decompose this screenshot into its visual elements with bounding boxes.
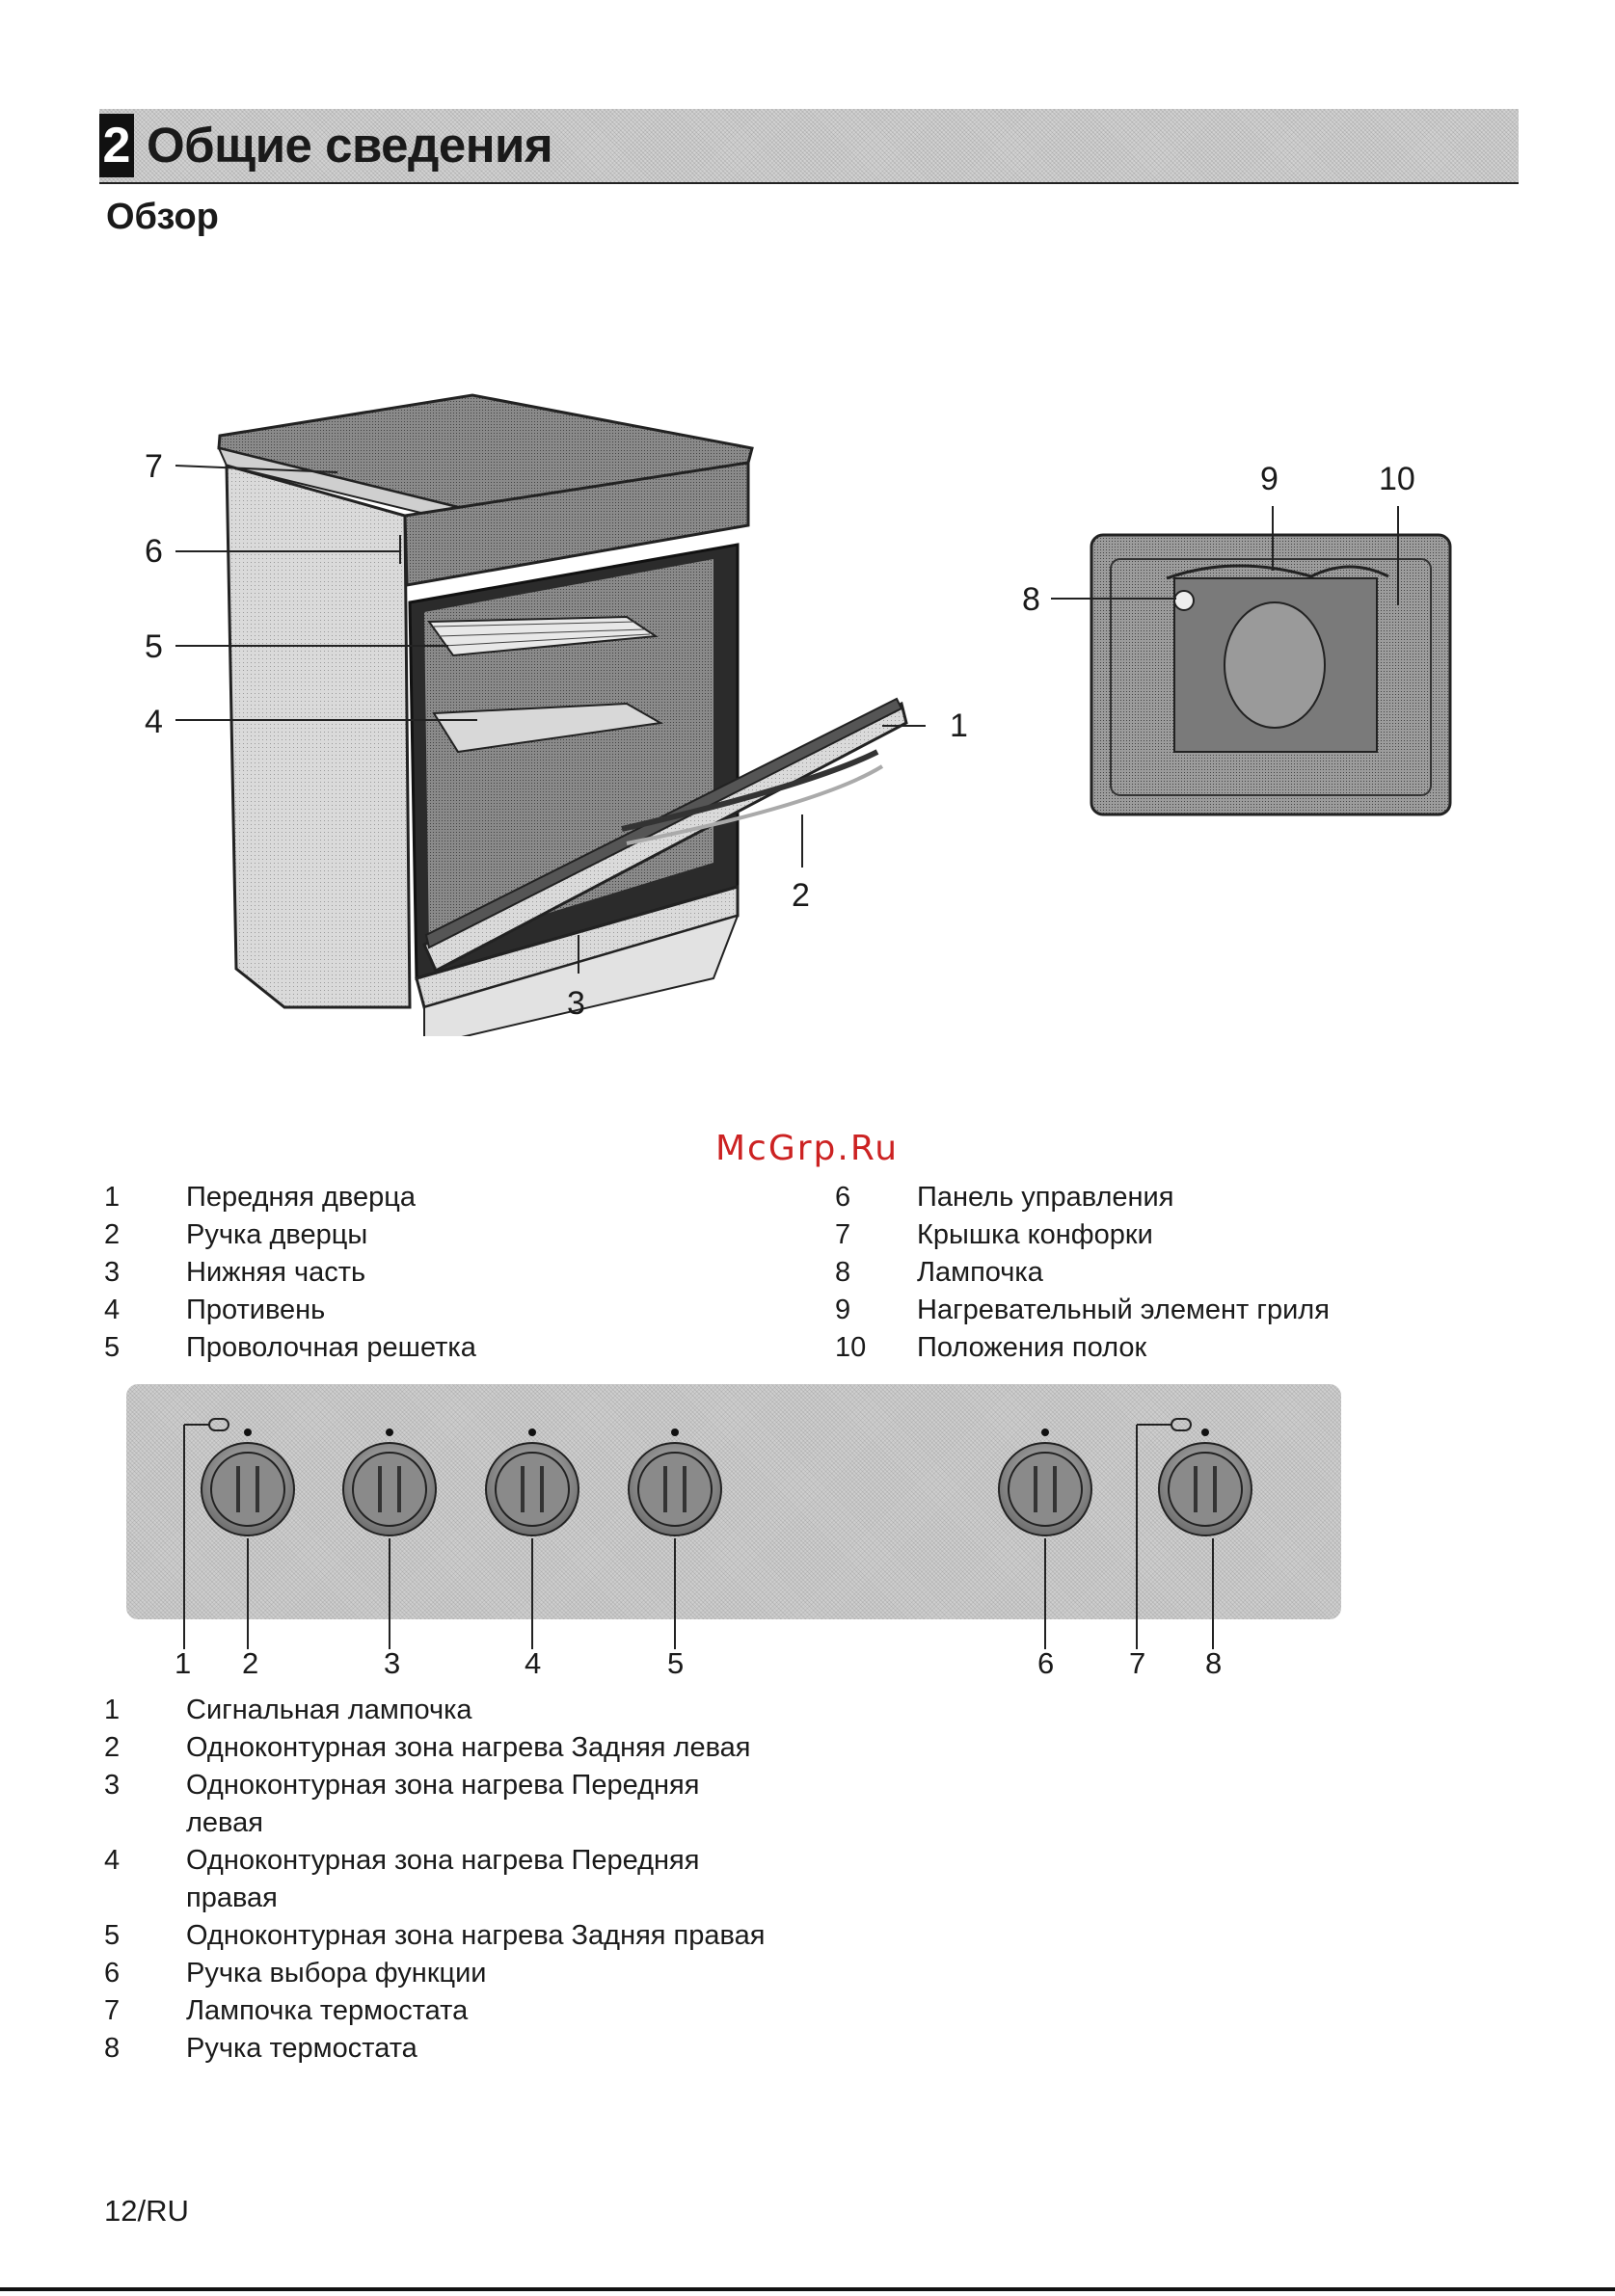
legend-item: 10 Положения полок <box>835 1329 1568 1367</box>
legend-item: 8 Лампочка <box>835 1254 1568 1292</box>
legend-text: Одноконтурная зона нагрева Передняя <box>186 1845 700 1876</box>
legend-number: 4 <box>104 1295 121 1325</box>
legend-number: 1 <box>104 1695 121 1725</box>
page-number: 12/RU <box>104 2194 189 2228</box>
legend-item: 2 Ручка дверцы <box>104 1216 837 1254</box>
legend-text: Нижняя часть <box>186 1257 366 1288</box>
oven-callout-6: 6 <box>145 533 163 570</box>
legend-number: 1 <box>104 1182 121 1213</box>
legend-text: Сигнальная лампочка <box>186 1695 472 1725</box>
legend-item: 4 Одноконтурная зона нагрева Передняя <box>104 1842 837 1880</box>
legend-text: Передняя дверца <box>186 1182 416 1213</box>
oven-callout-1: 1 <box>950 707 968 744</box>
legend-number: 8 <box>104 2033 121 2064</box>
panel-callout-4: 4 <box>525 1646 542 1680</box>
legend-text: Положения полок <box>917 1332 1147 1363</box>
legend-number: 5 <box>104 1920 121 1951</box>
legend-text: Нагревательный элемент гриля <box>917 1295 1330 1325</box>
legend-text: Проволочная решетка <box>186 1332 476 1363</box>
oven-callout-7: 7 <box>145 448 163 485</box>
legend-item: 6 Ручка выбора функции <box>104 1955 837 1992</box>
legend-number: 6 <box>104 1958 121 1989</box>
legend-item: 8 Ручка термостата <box>104 2030 837 2068</box>
legend-text: Одноконтурная зона нагрева Задняя левая <box>186 1732 751 1763</box>
panel-callout-6: 6 <box>1037 1646 1055 1680</box>
chapter-number: 2 <box>99 114 134 177</box>
legend-item: 3 Одноконтурная зона нагрева Передняя <box>104 1767 837 1804</box>
legend-item: 1 Передняя дверца <box>104 1179 837 1216</box>
panel-callout-3: 3 <box>384 1646 401 1680</box>
legend-item: 5 Одноконтурная зона нагрева Задняя прав… <box>104 1917 837 1955</box>
oven-illustration <box>175 393 926 1036</box>
chapter-header-band <box>99 109 1519 184</box>
legend-text: Ручка термостата <box>186 2033 417 2064</box>
overview-legend-right: 6 Панель управления 7 Крышка конфорки 8 … <box>835 1179 1568 1372</box>
section-title: Обзор <box>106 197 219 237</box>
control-panel-illustration <box>126 1384 1341 1619</box>
legend-item: 4 Противень <box>104 1292 837 1329</box>
legend-text: правая <box>186 1882 278 1913</box>
grill-illustration <box>1051 506 1452 816</box>
legend-number: 7 <box>104 1995 121 2026</box>
legend-item: 2 Одноконтурная зона нагрева Задняя лева… <box>104 1729 837 1767</box>
legend-item: 7 Лампочка термостата <box>104 1992 837 2030</box>
legend-item-continuation: правая <box>104 1880 837 1917</box>
panel-callout-7: 7 <box>1129 1646 1146 1680</box>
legend-text: Одноконтурная зона нагрева Передняя <box>186 1770 700 1801</box>
grill-callout-8: 8 <box>1022 581 1040 618</box>
legend-text: левая <box>186 1807 263 1838</box>
panel-callout-5: 5 <box>667 1646 685 1680</box>
panel-callout-2: 2 <box>242 1646 259 1680</box>
panel-callout-8: 8 <box>1205 1646 1223 1680</box>
legend-text: Крышка конфорки <box>917 1219 1153 1250</box>
legend-number: 8 <box>835 1257 851 1288</box>
legend-item: 6 Панель управления <box>835 1179 1568 1216</box>
legend-text: Лампочка термостата <box>186 1995 469 2026</box>
chapter-title: Общие сведения <box>147 118 553 173</box>
legend-number: 10 <box>835 1332 867 1363</box>
oven-callout-2: 2 <box>792 877 810 914</box>
overview-legend-left: 1 Передняя дверца 2 Ручка дверцы 3 Нижня… <box>104 1179 837 1372</box>
control-legend: 1 Сигнальная лампочка 2 Одноконтурная зо… <box>104 1692 837 2077</box>
legend-text: Одноконтурная зона нагрева Задняя правая <box>186 1920 766 1951</box>
legend-item: 3 Нижняя часть <box>104 1254 837 1292</box>
legend-item-continuation: левая <box>104 1804 837 1842</box>
grill-callout-9: 9 <box>1260 461 1279 497</box>
bottom-rule <box>0 2287 1615 2291</box>
legend-number: 6 <box>835 1182 851 1213</box>
legend-number: 2 <box>104 1732 121 1763</box>
legend-text: Лампочка <box>917 1257 1043 1288</box>
legend-number: 9 <box>835 1295 851 1325</box>
legend-number: 2 <box>104 1219 121 1250</box>
legend-text: Ручка выбора функции <box>186 1958 487 1989</box>
control-panel-knobs <box>183 1418 1252 1649</box>
legend-text: Панель управления <box>917 1182 1174 1213</box>
legend-number: 5 <box>104 1332 121 1363</box>
legend-item: 1 Сигнальная лампочка <box>104 1692 837 1729</box>
legend-number: 3 <box>104 1257 121 1288</box>
legend-text: Противень <box>186 1295 326 1325</box>
watermark: McGrp.Ru <box>715 1129 900 1168</box>
oven-callout-4: 4 <box>145 704 163 740</box>
grill-callout-10: 10 <box>1379 461 1415 497</box>
legend-number: 3 <box>104 1770 121 1801</box>
legend-item: 7 Крышка конфорки <box>835 1216 1568 1254</box>
panel-callout-1: 1 <box>175 1646 192 1680</box>
legend-item: 5 Проволочная решетка <box>104 1329 837 1367</box>
oven-callout-5: 5 <box>145 628 163 665</box>
legend-number: 4 <box>104 1845 121 1876</box>
oven-callout-3: 3 <box>567 985 585 1022</box>
legend-item: 9 Нагревательный элемент гриля <box>835 1292 1568 1329</box>
legend-text: Ручка дверцы <box>186 1219 368 1250</box>
legend-number: 7 <box>835 1219 851 1250</box>
